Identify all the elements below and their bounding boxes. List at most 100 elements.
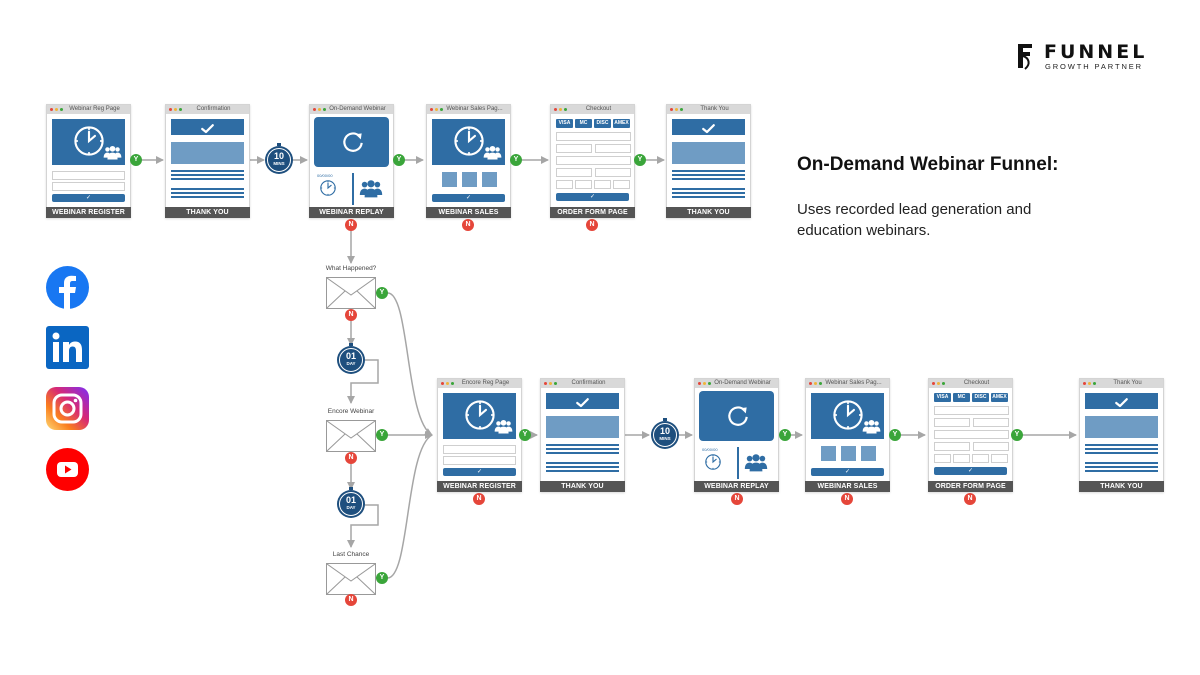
- window-dots-icon: [1083, 382, 1096, 385]
- card-preview: ✓: [52, 119, 125, 203]
- yes-path-badge[interactable]: Y: [889, 429, 901, 441]
- text-line: [672, 196, 745, 198]
- no-path-badge[interactable]: N: [345, 219, 357, 231]
- card-footer-label: WEBINAR REGISTER: [437, 481, 522, 492]
- window-dots-icon: [809, 382, 822, 385]
- window-dots-icon: [50, 108, 63, 111]
- yes-path-badge[interactable]: Y: [130, 154, 142, 166]
- no-path-badge[interactable]: N: [462, 219, 474, 231]
- yes-path-badge[interactable]: Y: [510, 154, 522, 166]
- timer-value: 10: [273, 151, 284, 161]
- divider: [737, 447, 739, 479]
- no-path-badge[interactable]: N: [964, 493, 976, 505]
- card-title: Confirmation: [571, 380, 606, 386]
- funnel-step-card[interactable]: Webinar Sales Pag...✓WEBINAR SALES: [426, 104, 511, 218]
- form-field: [443, 445, 516, 454]
- form-field: [595, 168, 631, 177]
- timer-value: 01: [345, 495, 356, 505]
- yes-path-badge[interactable]: Y: [634, 154, 646, 166]
- submit-button-preview: ✓: [52, 194, 125, 202]
- window-dots-icon: [430, 108, 443, 111]
- yes-path-badge[interactable]: Y: [779, 429, 791, 441]
- email-label: What Happened?: [325, 265, 377, 272]
- card-title: Webinar Sales Pag...: [446, 106, 503, 112]
- window-dots-icon: [544, 382, 557, 385]
- hero-image: [811, 393, 884, 439]
- card-title: Checkout: [585, 106, 612, 112]
- text-line: [171, 192, 244, 194]
- no-path-badge[interactable]: N: [473, 493, 485, 505]
- form-field: [556, 180, 573, 189]
- timer-value: 10: [659, 426, 670, 436]
- product-image: [861, 446, 876, 461]
- no-path-badge[interactable]: N: [731, 493, 743, 505]
- hero-image: [432, 119, 505, 165]
- no-path-badge[interactable]: N: [841, 493, 853, 505]
- card-title-bar: Webinar Sales Pag...: [427, 105, 510, 114]
- yes-path-badge[interactable]: Y: [376, 429, 388, 441]
- submit-order-button-preview: ✓: [934, 467, 1007, 475]
- text-line: [1085, 466, 1158, 468]
- funnel-step-card[interactable]: Encore Reg Page✓WEBINAR REGISTER: [437, 378, 522, 492]
- no-path-badge[interactable]: N: [586, 219, 598, 231]
- funnel-step-card[interactable]: Webinar Reg Page✓WEBINAR REGISTER: [46, 104, 131, 218]
- payment-card-icon: VISA: [934, 393, 951, 402]
- confirmation-banner: [672, 119, 745, 135]
- checkmark-icon: [1114, 395, 1129, 413]
- linkedin-link[interactable]: [46, 326, 89, 369]
- card-footer-label: THANK YOU: [540, 481, 625, 492]
- yes-path-badge[interactable]: Y: [376, 572, 388, 584]
- product-image: [462, 172, 477, 187]
- yes-path-badge[interactable]: Y: [1011, 429, 1023, 441]
- card-footer-label: WEBINAR REGISTER: [46, 207, 131, 218]
- card-title-bar: Encore Reg Page: [438, 379, 521, 388]
- payment-card-icon: AMEX: [991, 393, 1008, 402]
- form-field: [556, 168, 592, 177]
- checkmark-icon: [701, 121, 716, 139]
- form-field: [613, 180, 630, 189]
- replay-icon: [725, 403, 751, 434]
- no-path-badge[interactable]: N: [345, 309, 357, 321]
- email-step[interactable]: [326, 277, 376, 309]
- text-line: [171, 196, 244, 198]
- timer-ring: [339, 348, 363, 372]
- yes-path-badge[interactable]: Y: [393, 154, 405, 166]
- funnel-description: Uses recorded lead generation and educat…: [797, 201, 1032, 239]
- instagram-icon: [46, 387, 89, 430]
- video-player: [314, 117, 389, 167]
- yes-path-badge[interactable]: Y: [519, 429, 531, 441]
- facebook-link[interactable]: [46, 266, 89, 309]
- instagram-link[interactable]: [46, 387, 89, 430]
- timer-ring: [653, 423, 677, 447]
- yes-path-badge[interactable]: Y: [376, 287, 388, 299]
- no-path-badge[interactable]: N: [345, 594, 357, 606]
- people-icon: [103, 145, 122, 165]
- email-step[interactable]: [326, 420, 376, 452]
- email-step[interactable]: [326, 563, 376, 595]
- submit-order-button-preview: ✓: [556, 193, 629, 201]
- attendees-icon: [359, 179, 383, 203]
- brand-logo: FUNNEL GROWTH PARTNER: [1015, 40, 1165, 72]
- card-footer-label: WEBINAR SALES: [426, 207, 511, 218]
- text-line: [171, 174, 244, 176]
- brand-tagline: GROWTH PARTNER: [1045, 62, 1143, 71]
- youtube-link[interactable]: [46, 448, 89, 491]
- card-footer-label: WEBINAR REPLAY: [309, 207, 394, 218]
- no-path-badge[interactable]: N: [345, 452, 357, 464]
- funnel-step-card[interactable]: Webinar Sales Pag...✓WEBINAR SALES: [805, 378, 890, 492]
- card-title: Checkout: [963, 380, 990, 386]
- form-field: [52, 182, 125, 191]
